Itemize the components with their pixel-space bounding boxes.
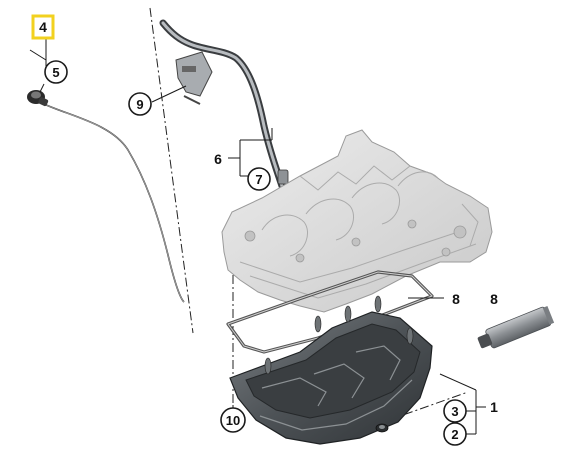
callout-4-label: 4 bbox=[39, 19, 47, 35]
oil-pan bbox=[229, 295, 433, 445]
callout-10[interactable]: 10 bbox=[220, 407, 246, 433]
callout-1[interactable]: 1 bbox=[490, 399, 498, 415]
callout-9-label: 9 bbox=[136, 97, 143, 112]
callout-3-label: 3 bbox=[451, 404, 458, 419]
dipstick-guide-tube[interactable] bbox=[159, 19, 289, 190]
engine-block bbox=[221, 129, 493, 313]
guide-tube-bracket bbox=[175, 51, 213, 105]
callout-8-tube[interactable]: 8 bbox=[490, 291, 498, 307]
callout-7[interactable]: 7 bbox=[247, 167, 271, 191]
drain-plug bbox=[375, 423, 389, 433]
callout-6-label: 6 bbox=[214, 151, 222, 167]
callout-1-label: 1 bbox=[490, 399, 498, 415]
callout-7-label: 7 bbox=[255, 172, 262, 187]
assembly-line-dipstick-guide bbox=[149, 7, 194, 334]
leader-lines bbox=[29, 38, 486, 435]
sealant-tube[interactable] bbox=[476, 305, 555, 352]
dipstick-handle[interactable] bbox=[27, 90, 49, 107]
callout-5[interactable]: 5 bbox=[44, 60, 68, 84]
callout-3[interactable]: 3 bbox=[443, 399, 467, 423]
callout-6[interactable]: 6 bbox=[214, 151, 222, 167]
oil-pan-gasket bbox=[226, 270, 434, 354]
callout-8-gasket-label: 8 bbox=[452, 291, 460, 307]
callout-2-label: 2 bbox=[451, 427, 458, 442]
callout-5-label: 5 bbox=[52, 65, 59, 80]
callout-8-gasket[interactable]: 8 bbox=[452, 291, 460, 307]
callout-4[interactable]: 4 bbox=[31, 14, 55, 40]
oil-dipstick[interactable] bbox=[27, 90, 185, 303]
callout-2[interactable]: 2 bbox=[443, 422, 467, 446]
guide-tube-clip bbox=[277, 169, 289, 185]
callout-10-label: 10 bbox=[226, 413, 240, 428]
callout-8-tube-label: 8 bbox=[490, 291, 498, 307]
callout-9[interactable]: 9 bbox=[128, 92, 152, 116]
